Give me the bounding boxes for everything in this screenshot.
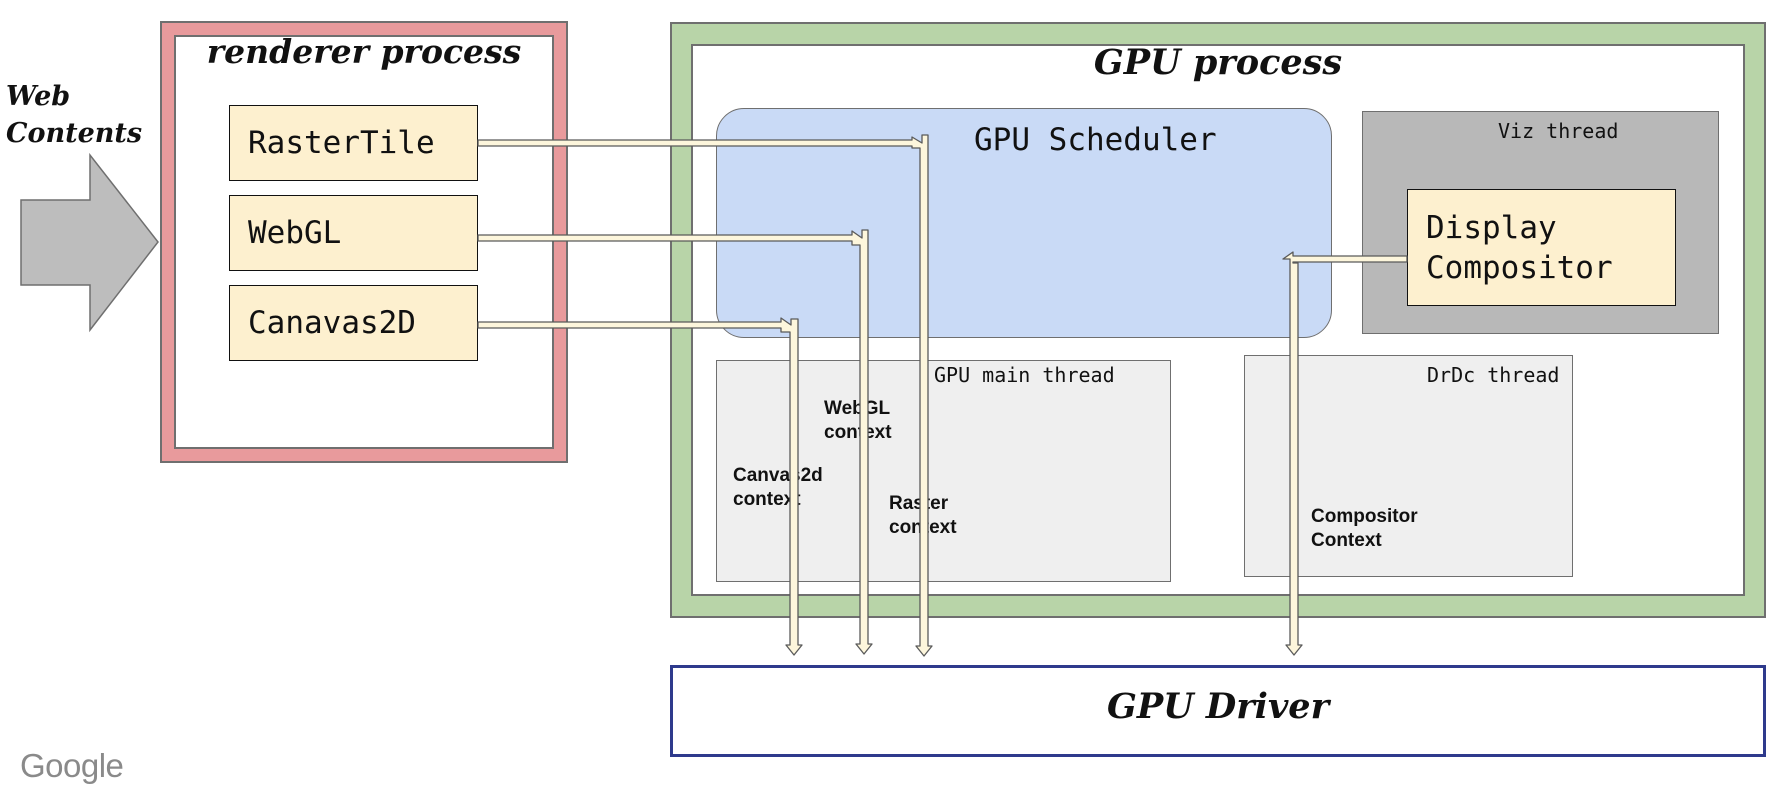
web-contents-line1: Web — [6, 81, 71, 112]
raster-context-line1: Raster — [889, 493, 949, 514]
webgl-context-line2: context — [824, 422, 892, 443]
canvas2d-label: Canavas2D — [248, 305, 416, 341]
rastertile-label: RasterTile — [248, 125, 435, 161]
display-compositor-line1: Display — [1426, 210, 1557, 246]
webgl-context-label: WebGL context — [824, 397, 892, 445]
gpu-scheduler-label: GPU Scheduler — [974, 122, 1217, 158]
webgl-flow-arrow — [477, 229, 873, 655]
gpu-driver-box — [670, 665, 1766, 757]
drdc-thread-box — [1244, 355, 1573, 577]
google-logo: Google — [20, 747, 124, 784]
canvas2d-flow-arrow — [477, 317, 803, 656]
canvas2d-context-line1: Canvas2d — [733, 465, 823, 486]
display-compositor-box: Display Compositor — [1407, 189, 1676, 306]
viz-thread-label: Viz thread — [1498, 119, 1619, 143]
rastertile-box: RasterTile — [229, 105, 478, 181]
web-contents-arrow — [20, 152, 159, 333]
compositor-context-line2: Context — [1311, 530, 1382, 551]
compositor-flow-arrow — [1282, 251, 1408, 656]
webgl-label: WebGL — [248, 215, 342, 251]
canvas2d-context-line2: context — [733, 489, 801, 510]
web-contents-line2: Contents — [6, 118, 143, 149]
gpu-driver-title: GPU Driver — [1106, 686, 1330, 727]
renderer-process-title: renderer process — [206, 32, 522, 71]
compositor-context-line1: Compositor — [1311, 506, 1418, 527]
display-compositor-line2: Compositor — [1426, 250, 1613, 286]
gpu-process-title: GPU process — [1093, 42, 1343, 83]
compositor-context-label: Compositor Context — [1311, 505, 1418, 553]
web-contents-label: Web Contents — [6, 78, 142, 152]
drdc-thread-label: DrDc thread — [1427, 363, 1560, 387]
gpu-main-thread-label: GPU main thread — [934, 363, 1115, 387]
webgl-box: WebGL — [229, 195, 478, 271]
webgl-context-line1: WebGL — [824, 398, 891, 419]
canvas2d-context-label: Canvas2d context — [733, 464, 823, 512]
rastertile-flow-arrow — [477, 134, 933, 657]
